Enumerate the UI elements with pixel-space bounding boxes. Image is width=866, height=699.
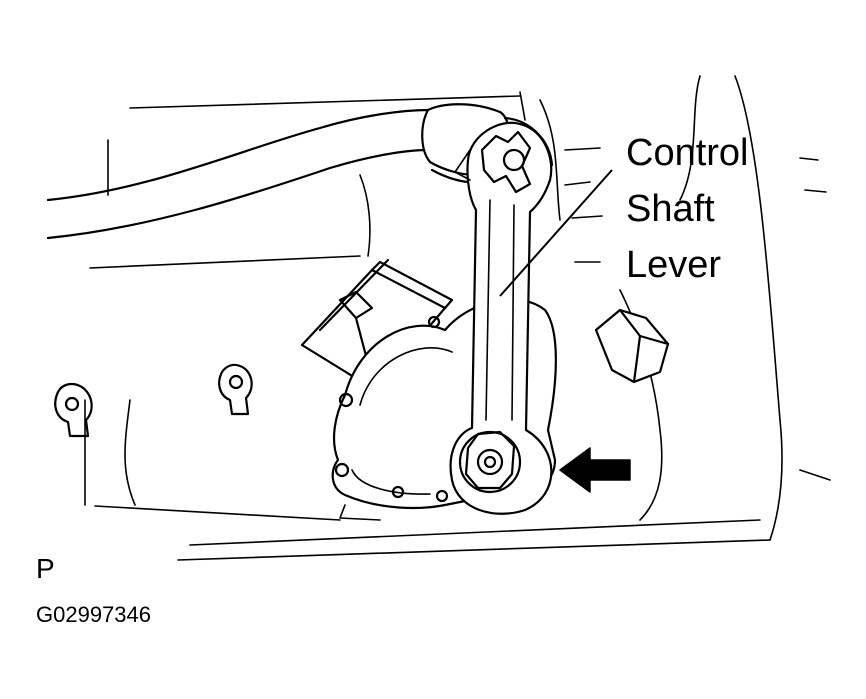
view-letter: P	[36, 553, 55, 584]
callout-leader-line	[499, 169, 613, 297]
hex-bolt	[594, 308, 670, 384]
transmission-case-outline	[84, 75, 831, 561]
control-shaft-lever	[449, 116, 554, 515]
callout-line-control: Control	[626, 132, 749, 174]
left-arrow-icon	[559, 447, 631, 493]
callout-line-lever: Lever	[626, 244, 722, 286]
mounting-tab-left	[54, 382, 93, 438]
control-rod	[46, 103, 511, 240]
switch-connector	[300, 258, 454, 392]
lever-nut	[458, 430, 522, 494]
figure-id: G02997346	[36, 602, 151, 627]
mounting-tab-right	[218, 363, 253, 416]
callout-line-shaft: Shaft	[626, 188, 715, 230]
